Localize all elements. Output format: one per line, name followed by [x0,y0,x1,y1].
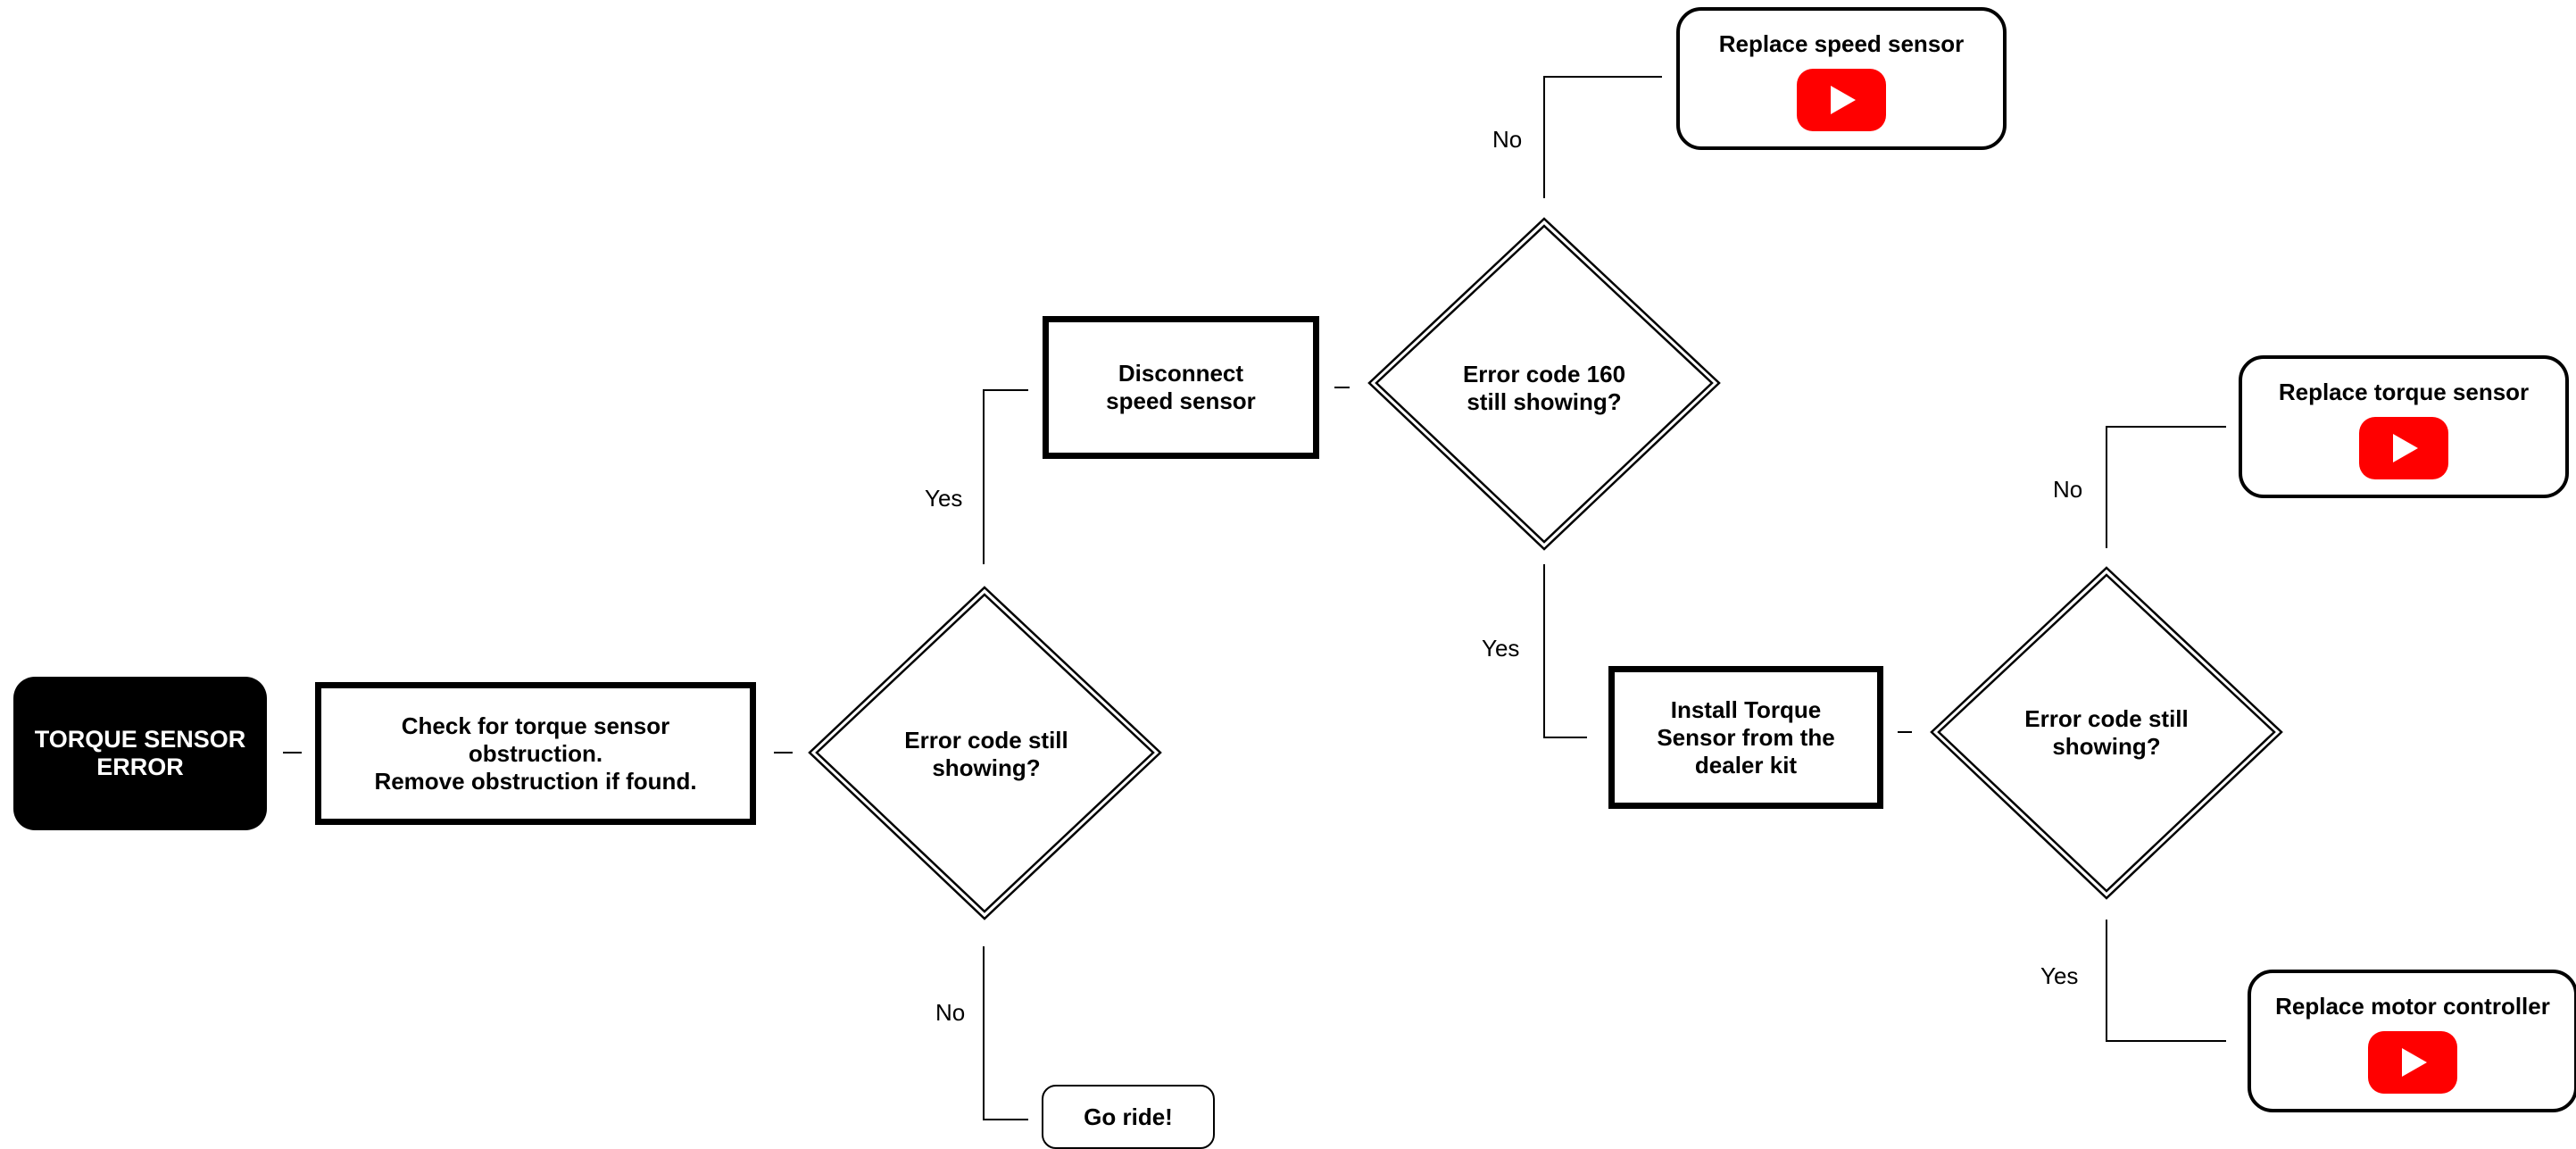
replace-speed-sensor-label: Replace speed sensor [1718,29,1965,57]
edge-label-decision160-yes: Yes [1482,635,1520,662]
connector-decision1-yes [983,389,1028,564]
connector-decision160-yes [1543,564,1587,738]
connector-decision2-yes [2106,920,2226,1042]
process-install-torque-sensor: Install Torque Sensor from the dealer ki… [1608,666,1883,809]
terminal-go-ride: Go ride! [1042,1085,1215,1149]
connector-decision2-no [2106,426,2226,548]
connector-decision160-no [1543,76,1662,198]
edge-label-decision2-yes: Yes [2040,962,2079,989]
edge-label-decision2-no: No [2053,476,2083,503]
decision-1-outer [808,586,1162,920]
terminal-replace-speed-sensor[interactable]: Replace speed sensor [1676,7,2007,150]
decision-160-inner [1375,224,1714,544]
terminal-replace-torque-sensor[interactable]: Replace torque sensor [2239,355,2569,498]
replace-motor-controller-label: Replace motor controller [2275,992,2550,1020]
replace-torque-sensor-label: Replace torque sensor [2278,378,2530,405]
edge-label-decision1-yes: Yes [925,485,963,512]
edge-label-decision160-no: No [1492,126,1523,153]
edge-label-decision1-no: No [935,999,966,1026]
decision-160-text: Error code 160 still showing? [1462,361,1626,415]
process-disconnect-speed-sensor: Disconnect speed sensor [1043,316,1319,459]
decision-2-text: Error code still showing? [2024,705,2189,760]
youtube-play-icon[interactable] [2368,1030,2457,1094]
decision-2-inner [1937,573,2276,893]
decision-1-text: Error code still showing? [904,727,1068,781]
youtube-play-icon[interactable] [2359,416,2448,479]
decision-2-outer [1930,566,2283,900]
terminal-replace-motor-controller[interactable]: Replace motor controller [2248,970,2576,1112]
connector-decision1-no [983,946,1028,1120]
start-node: TORQUE SENSOR ERROR [13,677,267,830]
youtube-play-icon[interactable] [1797,68,1886,131]
decision-160-outer [1367,217,1721,551]
process-check-obstruction: Check for torque sensor obstruction. Rem… [315,682,756,825]
decision-1-inner [815,593,1155,913]
